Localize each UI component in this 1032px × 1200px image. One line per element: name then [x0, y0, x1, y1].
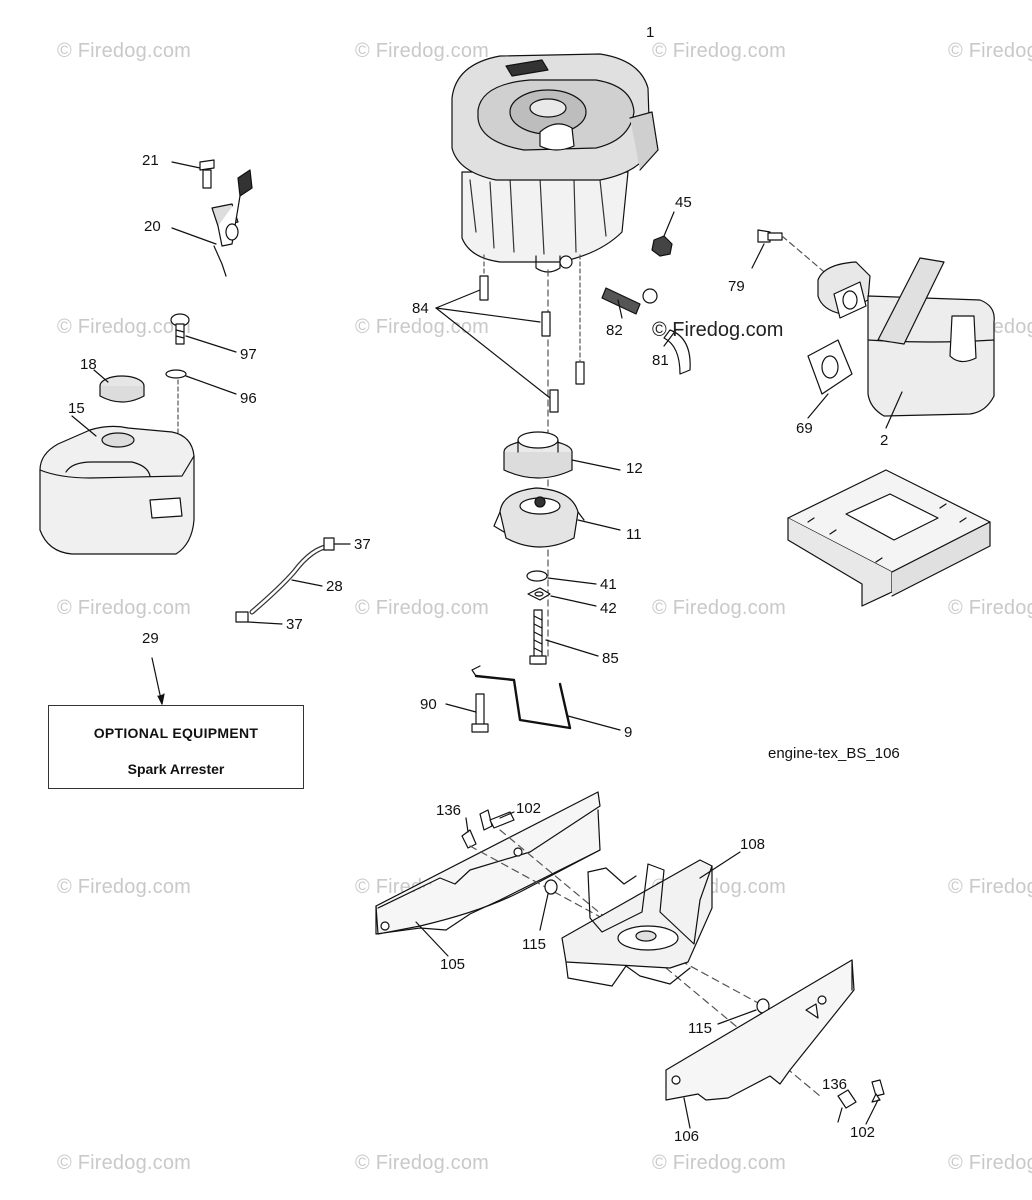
bolt-102: [480, 810, 884, 1124]
muffler-2: [818, 258, 994, 428]
callout-42: 42: [600, 600, 617, 617]
bolt-90: [446, 694, 488, 732]
callout-85: 85: [602, 650, 619, 667]
optional-equipment-item: Spark Arrester: [127, 761, 225, 777]
side-plate-106: [666, 960, 854, 1128]
callout-12: 12: [626, 460, 643, 477]
screw-79: [752, 230, 836, 282]
callout-79: 79: [728, 278, 745, 295]
washer-96: [166, 370, 236, 440]
watermark: © Firedog.com: [652, 40, 787, 62]
screw-21: [172, 160, 214, 188]
watermark: © Firedog.com: [355, 1152, 490, 1174]
spacer-115: [540, 880, 769, 1024]
callout-136-top: 136: [436, 802, 462, 819]
side-plate-105: [376, 792, 600, 956]
watermark: © Firedog.com: [948, 40, 1032, 62]
bolt-85: [530, 610, 598, 664]
callout-102-top: 102: [516, 800, 542, 817]
bracket-9: [472, 666, 620, 730]
hose-81: [664, 330, 690, 374]
callout-11: 11: [626, 526, 642, 543]
watermark: © Firedog.com: [57, 876, 192, 898]
callout-29: 29: [142, 630, 159, 647]
watermark-center: © Firedog.com: [652, 319, 784, 341]
callout-105: 105: [440, 956, 466, 973]
callout-136-bottom: 136: [822, 1076, 848, 1093]
watermark: © Firedog.com: [948, 876, 1032, 898]
optional-equipment-box: OPTIONAL EQUIPMENT Spark Arrester: [48, 705, 304, 789]
fuel-line-28: [252, 546, 330, 612]
watermark: © Firedog.com: [57, 597, 192, 619]
callout-2: 2: [880, 432, 889, 449]
clutch-11: [494, 488, 620, 547]
callout-115-bottom: 115: [688, 1020, 712, 1037]
watermark: © Firedog.com: [355, 597, 490, 619]
pulley-12: [504, 432, 620, 478]
callout-28: 28: [326, 578, 343, 595]
callout-84: 84: [412, 300, 429, 317]
watermark: © Firedog.com: [948, 1152, 1032, 1174]
clamp-37: [236, 538, 350, 624]
callout-15: 15: [68, 400, 85, 417]
drain-valve-82: [602, 288, 657, 318]
callout-108: 108: [740, 836, 766, 853]
callout-96: 96: [240, 390, 257, 407]
callout-106: 106: [674, 1128, 700, 1145]
callout-97: 97: [240, 346, 257, 363]
gasket-69: [808, 340, 852, 418]
watermark: © Firedog.com: [57, 316, 192, 338]
screw-97: [171, 314, 236, 352]
callout-102-bottom: 102: [850, 1124, 876, 1141]
nut-45: [652, 212, 674, 256]
mounting-plate: [788, 470, 990, 606]
diagram-reference: engine-tex_BS_106: [768, 745, 900, 762]
bolt-84: [480, 255, 584, 412]
throttle-control-20: [172, 170, 252, 276]
bolt-136: [462, 818, 856, 1122]
optional-equipment-title: OPTIONAL EQUIPMENT: [93, 725, 259, 741]
watermark: © Firedog.com: [652, 597, 787, 619]
callout-41: 41: [600, 576, 617, 593]
callout-20: 20: [144, 218, 161, 235]
callout-1: 1: [646, 24, 655, 41]
callout-21: 21: [142, 152, 159, 169]
watermark: © Firedog.com: [355, 40, 490, 62]
callout-37-bottom: 37: [286, 616, 303, 633]
callout-69: 69: [796, 420, 813, 437]
fuel-tank-15: [40, 416, 194, 554]
callout-81: 81: [652, 352, 669, 369]
callout-115-top: 115: [522, 936, 546, 953]
callout-37-top: 37: [354, 536, 371, 553]
callout-9: 9: [624, 724, 633, 741]
watermark: © Firedog.com: [355, 316, 490, 338]
fuel-cap-18: [94, 370, 144, 402]
callout-18: 18: [80, 356, 97, 373]
watermark: © Firedog.com: [57, 40, 192, 62]
callout-45: 45: [675, 194, 692, 211]
watermark: © Firedog.com: [948, 597, 1032, 619]
engine-part: [452, 54, 658, 272]
watermark: © Firedog.com: [652, 1152, 787, 1174]
washer-42: [528, 588, 550, 600]
callout-90: 90: [420, 696, 437, 713]
washer-41: [527, 571, 547, 581]
watermark: © Firedog.com: [57, 1152, 192, 1174]
engine-mount-108: [562, 852, 740, 986]
callout-82: 82: [606, 322, 623, 339]
